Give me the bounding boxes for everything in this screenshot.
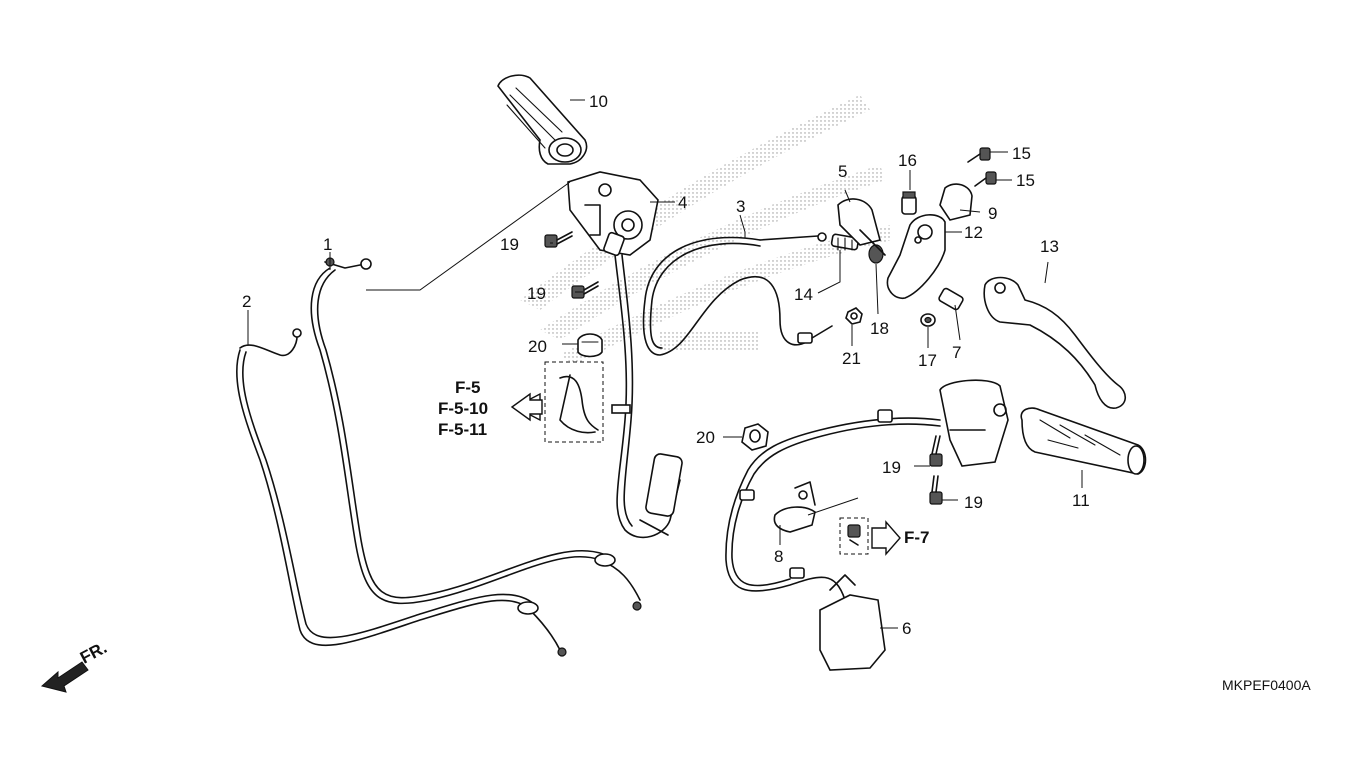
callout-6: 6 [902, 619, 911, 638]
front-direction-arrow [40, 661, 89, 693]
callout-14: 14 [794, 285, 813, 304]
reference-f5: F-5 [455, 378, 481, 397]
leader-lines [247, 99, 1083, 629]
bracket-reference-box [544, 361, 604, 443]
wire-clamp-20-right [741, 423, 769, 451]
callout-20a: 20 [528, 337, 547, 356]
lever-cover-5 [837, 198, 886, 256]
callout-labels: 1 2 3 4 5 6 7 8 9 10 11 12 13 14 15 15 1… [242, 92, 1090, 638]
bolt-15-upper [967, 147, 991, 163]
callout-13: 13 [1040, 237, 1059, 256]
left-switch-housing [939, 379, 1009, 467]
lever-13 [983, 276, 1127, 409]
callout-2: 2 [242, 292, 251, 311]
callout-15b: 15 [1016, 171, 1035, 190]
connector-6 [819, 574, 886, 671]
bolt-19-right-lower [929, 475, 943, 505]
callout-8: 8 [774, 547, 783, 566]
switch-wire-harness [603, 231, 683, 539]
callout-17: 17 [918, 351, 937, 370]
bolt-15-lower [974, 171, 997, 187]
reference-f5-10: F-5-10 [438, 399, 488, 418]
reference-arrow-right [871, 520, 901, 556]
grip-11 [1020, 407, 1147, 475]
bracket-8 [773, 481, 816, 533]
callout-1: 1 [323, 235, 332, 254]
callout-19d: 19 [964, 493, 983, 512]
callout-12: 12 [964, 223, 983, 242]
callout-19b: 19 [527, 284, 546, 303]
reference-labels: F-5 F-5-10 F-5-11 F-7 [438, 378, 930, 547]
callout-3: 3 [736, 197, 745, 216]
callout-9: 9 [988, 204, 997, 223]
callout-5: 5 [838, 162, 847, 181]
nut-21 [845, 307, 863, 325]
pivot-bolt-16 [901, 191, 917, 215]
reference-f7: F-7 [904, 528, 930, 547]
callout-4: 4 [678, 193, 687, 212]
nut-18 [868, 244, 884, 264]
throttle-cable-2 [236, 328, 567, 657]
bolt-reference-box [839, 517, 869, 555]
callout-20b: 20 [696, 428, 715, 447]
wire-clamp-20-left [577, 333, 603, 358]
callout-11: 11 [1072, 491, 1090, 510]
callout-19c: 19 [882, 458, 901, 477]
throttle-grip-10 [497, 74, 588, 165]
callout-21: 21 [842, 349, 861, 368]
holder-9 [939, 183, 973, 221]
clutch-cable-3 [642, 232, 833, 356]
bolt-19-upper [544, 231, 573, 248]
left-switch-harness [725, 409, 941, 601]
callout-18: 18 [870, 319, 889, 338]
clutch-switch-7 [938, 287, 964, 311]
callout-19a: 19 [500, 235, 519, 254]
reference-arrow-left [510, 392, 543, 422]
callout-7: 7 [952, 343, 961, 362]
callout-15a: 15 [1012, 144, 1031, 163]
callout-10: 10 [589, 92, 608, 111]
bolt-19-right-upper [929, 435, 943, 467]
collar-17 [920, 313, 936, 327]
reference-f5-11: F-5-11 [438, 420, 487, 439]
adjuster-14 [830, 233, 860, 251]
lever-bracket-12 [886, 214, 946, 300]
callout-16: 16 [898, 151, 917, 170]
switch-housing-4 [567, 171, 659, 256]
drawing-code: MKPEF0400A [1222, 677, 1311, 693]
